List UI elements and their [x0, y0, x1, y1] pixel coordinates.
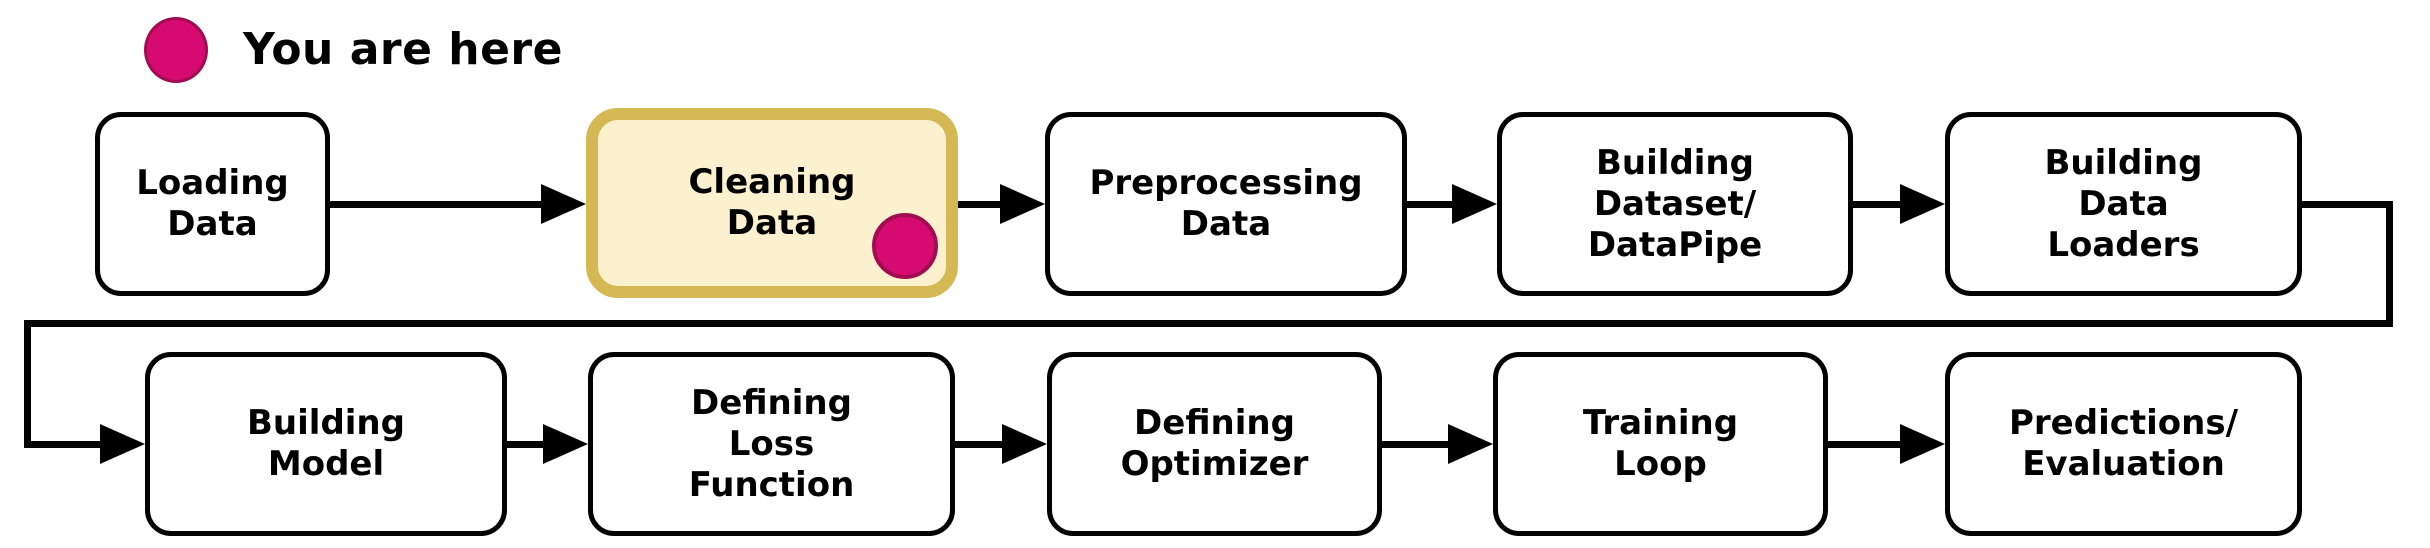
arrowhead-icon: [100, 424, 145, 464]
current-step-marker-icon: [872, 213, 938, 279]
arrowhead-icon: [1000, 184, 1045, 224]
arrow-loss-to-optimizer: [955, 441, 1007, 448]
flow-node-training-loop: Training Loop: [1493, 352, 1828, 536]
arrowhead-icon: [541, 184, 586, 224]
flow-node-loading-data: Loading Data: [95, 112, 330, 296]
connector-enter-segment: [24, 441, 102, 448]
arrowhead-icon: [1900, 424, 1945, 464]
arrow-preprocessing-to-dataset: [1407, 201, 1457, 208]
arrow-loading-to-cleaning: [330, 201, 545, 208]
connector-exit-segment: [2302, 201, 2393, 208]
arrow-model-to-loss: [507, 441, 550, 448]
connector-right-vertical-segment: [2386, 201, 2393, 327]
arrow-dataset-to-data-loaders: [1853, 201, 1905, 208]
arrowhead-icon: [1900, 184, 1945, 224]
flow-node-preprocessing-data: Preprocessing Data: [1045, 112, 1407, 296]
arrowhead-icon: [1452, 184, 1497, 224]
arrowhead-icon: [1002, 424, 1047, 464]
you-are-here-marker-icon: [144, 17, 208, 83]
arrow-cleaning-to-preprocessing: [958, 201, 1005, 208]
connector-horizontal-segment: [24, 320, 2393, 327]
flow-node-building-data-loaders: Building Data Loaders: [1945, 112, 2302, 296]
arrow-training-to-predictions: [1828, 441, 1905, 448]
arrow-optimizer-to-training: [1382, 441, 1453, 448]
flow-node-building-model: Building Model: [145, 352, 507, 536]
flow-node-building-dataset: Building Dataset/ DataPipe: [1497, 112, 1853, 296]
flow-node-defining-optimizer: Defining Optimizer: [1047, 352, 1382, 536]
connector-left-vertical-segment: [24, 320, 31, 448]
arrowhead-icon: [543, 424, 588, 464]
flow-node-predictions-evaluation: Predictions/ Evaluation: [1945, 352, 2302, 536]
flow-node-cleaning-data: Cleaning Data: [586, 108, 958, 298]
flow-node-defining-loss: Defining Loss Function: [588, 352, 955, 536]
legend-label: You are here: [243, 24, 563, 75]
arrowhead-icon: [1448, 424, 1493, 464]
